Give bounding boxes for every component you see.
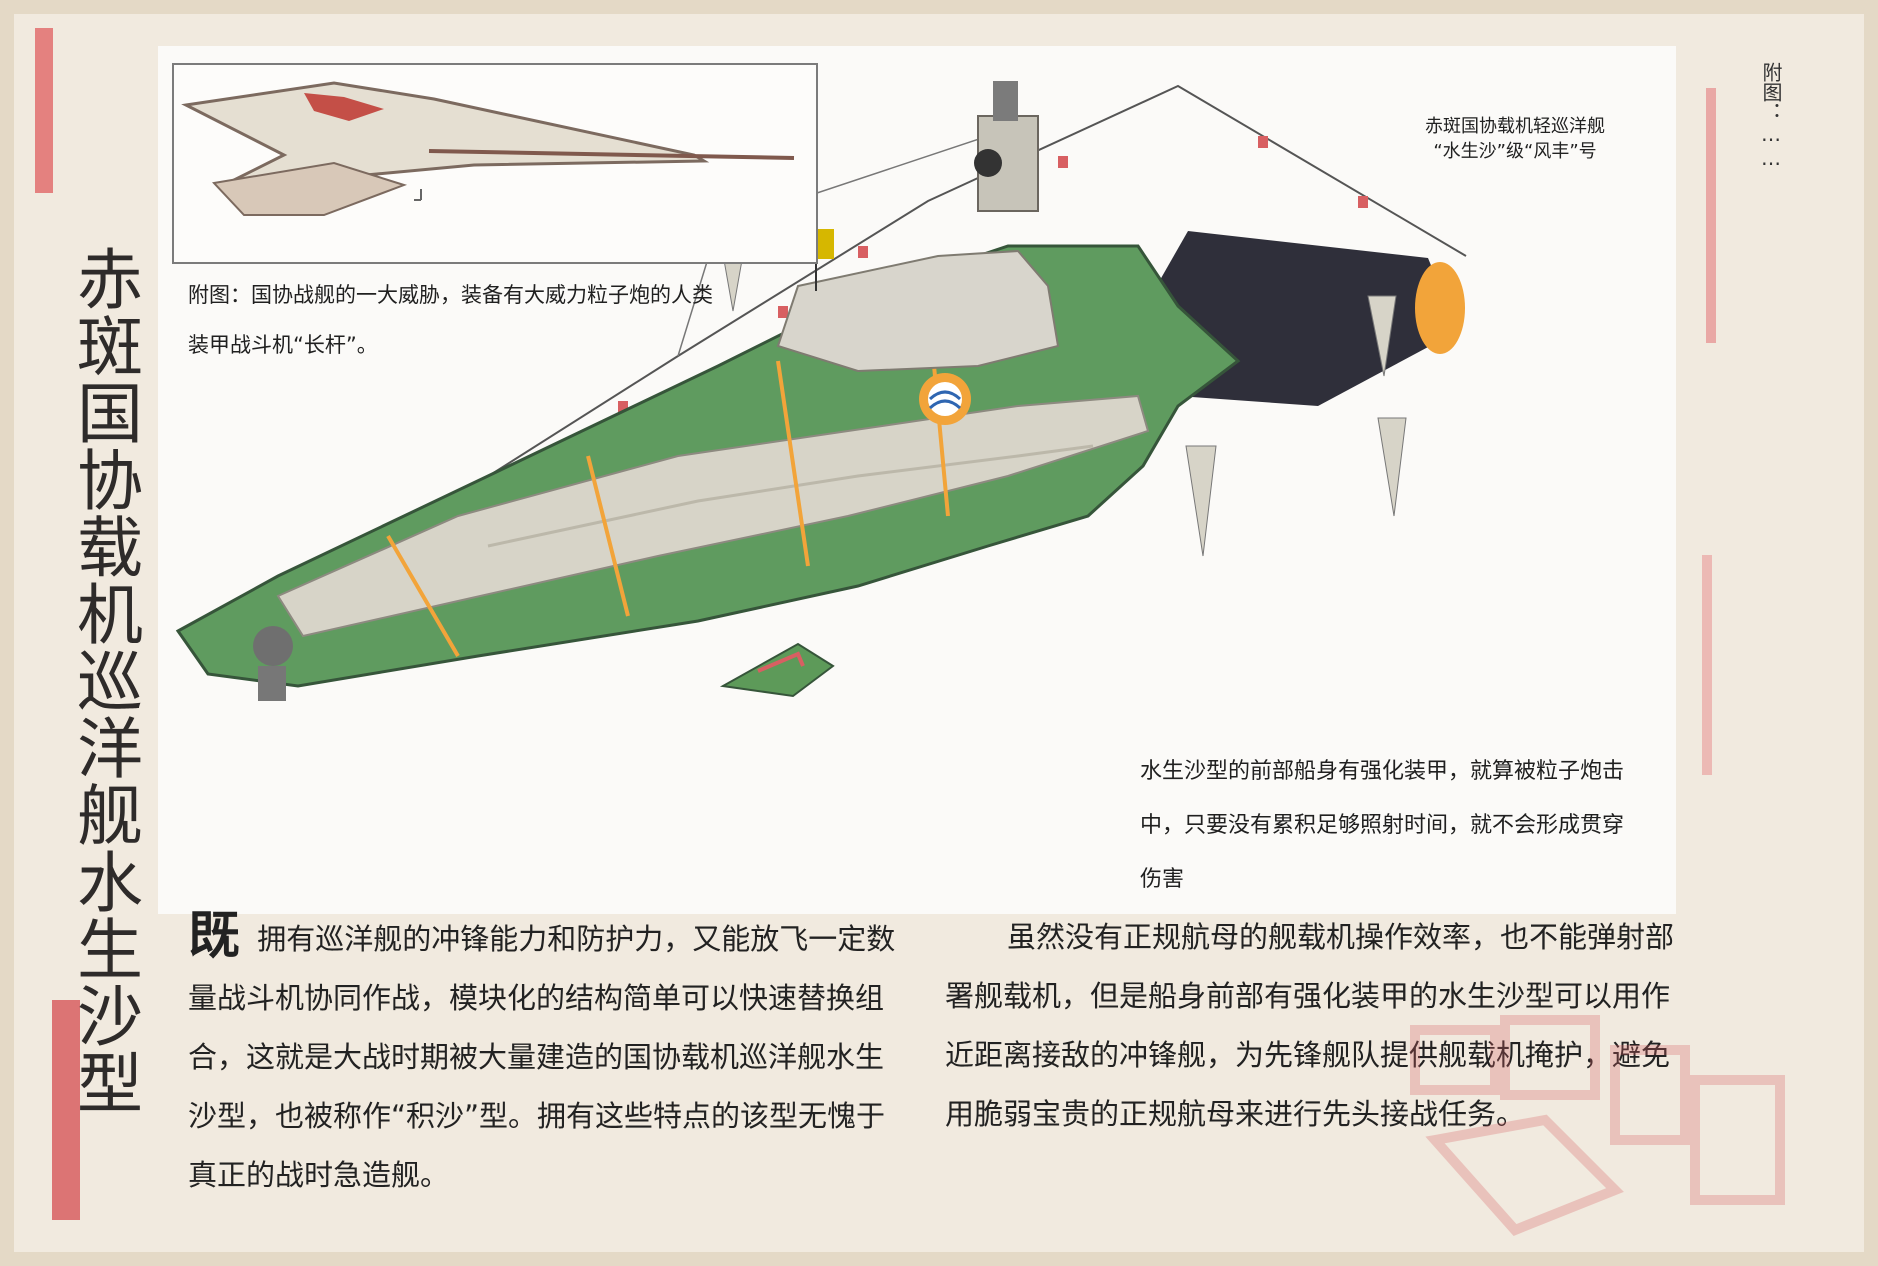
flag-icon — [816, 229, 834, 259]
stamp-mark — [1410, 1015, 1785, 1236]
red-paint-stripe — [52, 1000, 80, 1220]
fighter-illustration — [719, 642, 835, 698]
red-paint-stripe — [35, 28, 53, 193]
ship-caption: 赤斑国协载机轻巡洋舰 “水生沙”级“风丰”号 — [1410, 114, 1620, 164]
red-paint-stripe — [1702, 555, 1712, 775]
red-paint-stripe — [1706, 88, 1716, 343]
body-right: 虽然没有正规航母的舰载机操作效率，也不能弹射部署舰载机，但是船身前部有强化装甲的… — [945, 920, 1675, 1131]
cruiser-illustration — [175, 81, 1467, 701]
dropcap: 既 — [188, 906, 241, 966]
inset-caption: 附图：国协战舰的一大威胁，装备有大威力粒子炮的人类装甲战斗机“长杆”。 — [188, 283, 713, 357]
page-title: 赤斑国协载机巡洋舰水生沙型 — [66, 245, 143, 1116]
fighter-illustration — [181, 81, 795, 216]
side-note: 附图：…… — [1759, 62, 1783, 170]
armor-caption: 水生沙型的前部船身有强化装甲，就算被粒子炮击中，只要没有累积足够照射时间，就不会… — [1140, 759, 1625, 892]
fighter-inset — [172, 63, 818, 264]
ship-caption-line1: 赤斑国协载机轻巡洋舰 — [1425, 116, 1605, 137]
body-left-text: 拥有巡洋舰的冲锋能力和防护力，又能放飞一定数量战斗机协同作战，模块化的结构简单可… — [188, 922, 896, 1192]
ship-caption-line2: “水生沙”级“风丰”号 — [1433, 141, 1597, 162]
body-left: 既 拥有巡洋舰的冲锋能力和防护力，又能放飞一定数量战斗机协同作战，模块化的结构简… — [188, 908, 898, 1205]
